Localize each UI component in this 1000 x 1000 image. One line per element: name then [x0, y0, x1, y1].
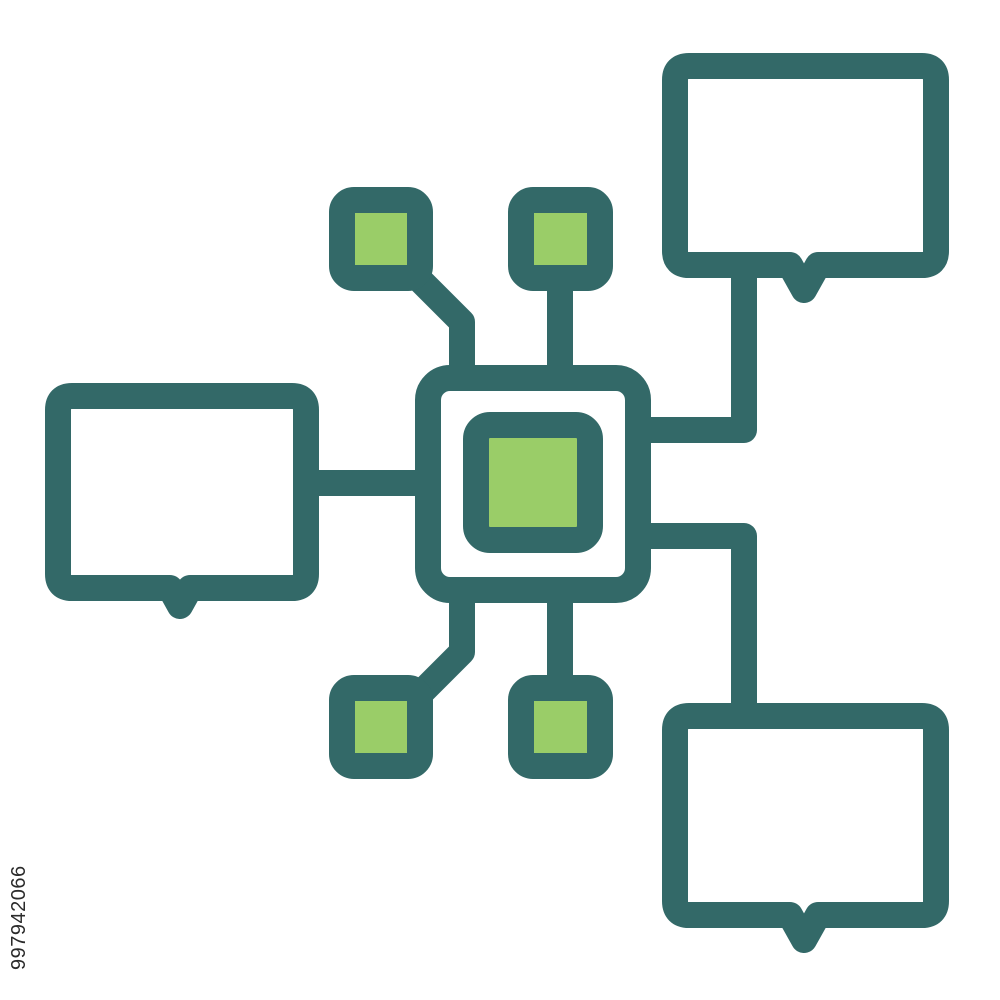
- pin-node-bottom-mid: [508, 675, 613, 779]
- connector-top-left-pin: [407, 267, 475, 391]
- connector-lines: [293, 255, 757, 729]
- connector-bottom-right: [625, 523, 757, 729]
- pin-node-top-mid: [508, 187, 613, 291]
- connector-bottom-left-pin: [407, 577, 475, 707]
- pin-node-bottom-left: [329, 675, 433, 779]
- speech-bubble-left: [45, 383, 319, 619]
- speech-bubble-bottom-right: [662, 703, 949, 953]
- stock-id-text: 997942066: [8, 865, 30, 970]
- chip-core: [463, 412, 603, 553]
- connector-top-right: [625, 255, 757, 443]
- pin-node-top-left: [329, 187, 433, 291]
- speech-bubble-top-right: [662, 53, 949, 303]
